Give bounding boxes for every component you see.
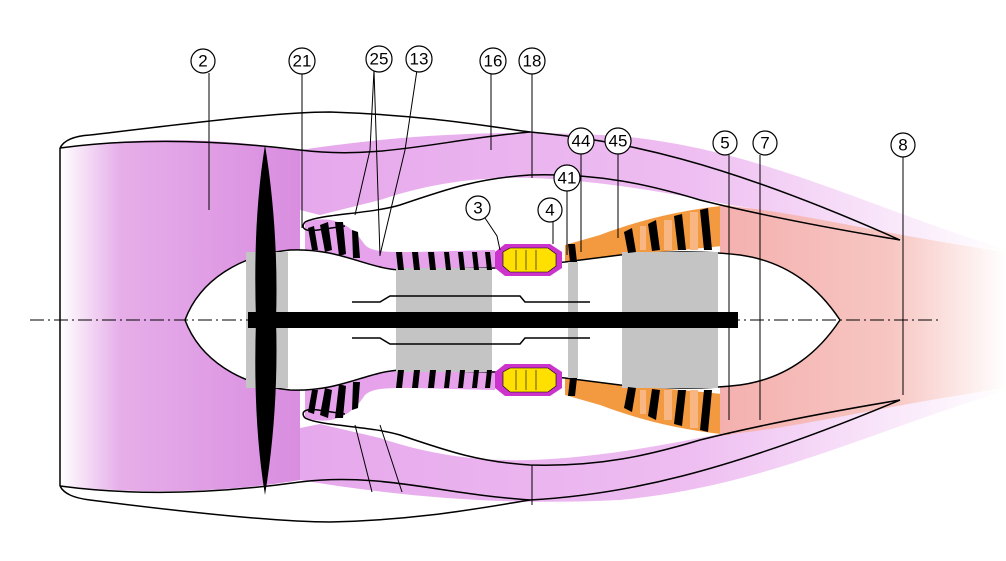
turbine-annulus-lower (565, 378, 730, 435)
svg-text:18: 18 (523, 52, 542, 71)
station-25-line (354, 69, 381, 257)
svg-text:3: 3 (473, 199, 482, 218)
station-4: 4 (537, 197, 563, 223)
turbine-annulus-upper (565, 205, 730, 262)
core-exhaust-lower (720, 320, 1006, 435)
hp-shaft (352, 295, 590, 345)
bypass-outer-wall (529, 131, 901, 501)
station-7: 7 (752, 130, 778, 156)
core-exhaust-upper (720, 205, 1006, 320)
bypass-duct-upper (300, 132, 1006, 250)
nacelle-inner-bottom (59, 478, 531, 501)
combustor-upper (495, 244, 562, 276)
splitter-lower (302, 408, 346, 419)
compressor-blades-lower (308, 370, 492, 418)
splitter-upper (302, 221, 346, 232)
station-13: 13 (405, 45, 433, 73)
svg-text:13: 13 (410, 50, 429, 69)
svg-text:4: 4 (545, 201, 554, 220)
station-21: 21 (288, 47, 316, 75)
svg-text:41: 41 (558, 169, 577, 188)
turbine-blades-lower (568, 378, 712, 432)
turbine-blades-upper (568, 208, 712, 262)
svg-text:8: 8 (898, 136, 907, 155)
station-41: 41 (553, 164, 581, 192)
inlet-flow-region (60, 140, 300, 492)
station-25: 25 (365, 45, 393, 73)
station-44: 44 (567, 127, 595, 155)
core-cowl-lower (304, 399, 901, 466)
nacelle-inner-top (59, 131, 531, 154)
svg-text:25: 25 (370, 50, 389, 69)
station-16: 16 (479, 47, 507, 75)
station-3: 3 (465, 195, 491, 221)
station-45: 45 (604, 127, 632, 155)
svg-text:45: 45 (609, 132, 628, 151)
fan-blade (255, 145, 277, 495)
svg-text:5: 5 (720, 134, 729, 153)
station-3-line (484, 217, 501, 251)
svg-text:44: 44 (572, 132, 591, 151)
nacelle-outer (59, 111, 531, 523)
svg-text:21: 21 (293, 52, 312, 71)
station-8: 8 (890, 132, 916, 158)
station-2: 2 (190, 48, 216, 74)
svg-text:16: 16 (484, 52, 503, 71)
svg-text:2: 2 (198, 52, 207, 71)
combustor-lower (495, 364, 562, 396)
station-25-lower-line (354, 424, 373, 493)
svg-text:7: 7 (760, 134, 769, 153)
station-13-line (379, 69, 418, 256)
station-5: 5 (712, 130, 738, 156)
station-18: 18 (518, 47, 546, 75)
station-13-lower-line (379, 424, 403, 493)
